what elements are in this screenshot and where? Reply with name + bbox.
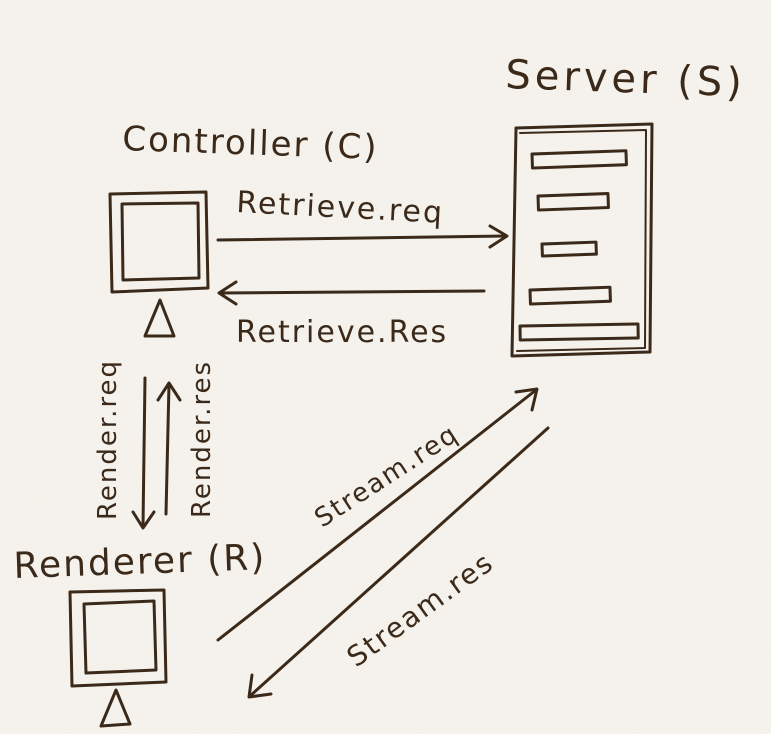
render-res-arrow: [156, 381, 182, 516]
retrieve-res-label: Retrieve.Res: [236, 315, 448, 350]
server-row-5: [518, 322, 640, 342]
retrieve-res-arrow: [217, 280, 486, 306]
controller-delta-icon: [143, 298, 176, 338]
renderer-label: Renderer (R): [13, 537, 267, 587]
render-res-label: Render.res: [187, 360, 217, 518]
controller-box: [108, 190, 210, 338]
server-box: [510, 122, 654, 358]
renderer-box: [68, 588, 168, 728]
server-row-1: [530, 149, 628, 170]
server-label: Server (S): [505, 52, 747, 106]
retrieve-req-arrow: [216, 224, 509, 249]
stream-req-arrow: [216, 387, 539, 642]
controller-label: Controller (C): [122, 119, 380, 168]
render-req-label: Render.req: [93, 359, 123, 520]
render-req-arrow: [131, 376, 156, 530]
renderer-delta-icon: [99, 688, 132, 728]
server-row-4: [528, 285, 612, 306]
stream-res-arrow: [247, 426, 550, 699]
server-row-2: [536, 192, 610, 212]
server-row-3: [540, 240, 598, 258]
